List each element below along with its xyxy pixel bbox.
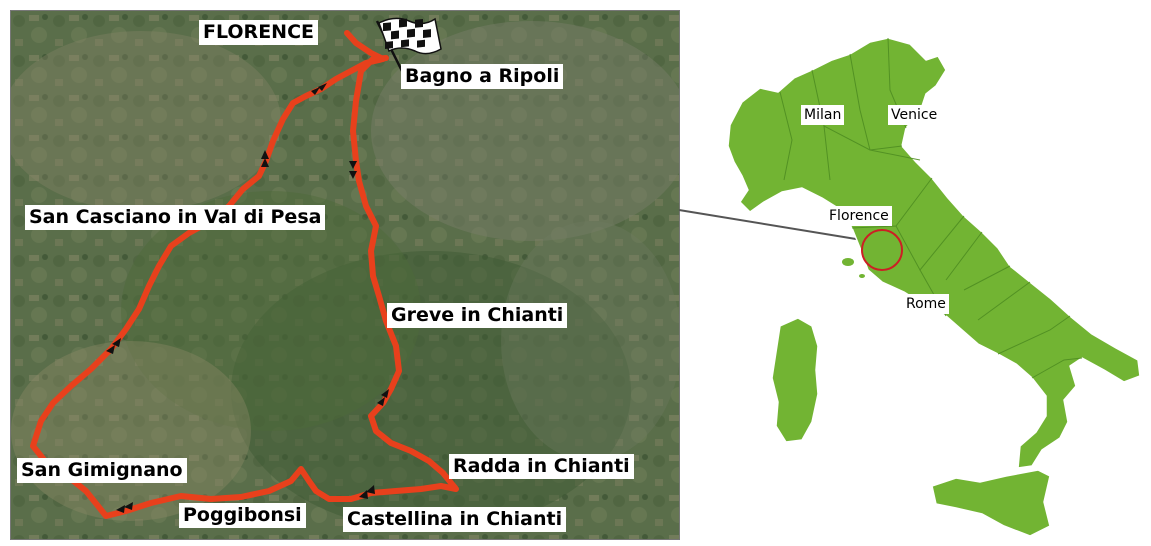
town-label-poggibonsi: Poggibonsi [179, 503, 306, 528]
direction-arrow [318, 83, 327, 91]
direction-arrow [349, 161, 357, 169]
italy-map [727, 37, 1141, 537]
direction-arrows [106, 83, 389, 513]
direction-arrow [359, 490, 368, 499]
direction-arrow [311, 87, 320, 95]
direction-arrow [377, 397, 385, 406]
direction-arrow [106, 345, 115, 354]
route-map: FLORENCE Bagno a Ripoli San Casciano in … [10, 10, 680, 540]
direction-arrow [261, 150, 269, 159]
direction-arrow [116, 505, 125, 513]
town-label-san-casciano: San Casciano in Val di Pesa [25, 205, 326, 230]
town-label-san-gimignano: San Gimignano [17, 458, 187, 483]
town-label-greve: Greve in Chianti [387, 303, 568, 328]
florence-highlight-circle [861, 229, 903, 271]
city-label-venice: Venice [888, 105, 941, 125]
sardinia [771, 317, 819, 443]
direction-arrow [112, 338, 121, 347]
checkered-flag-icon [375, 17, 442, 74]
town-label-radda: Radda in Chianti [449, 454, 634, 479]
direction-arrow [381, 389, 389, 398]
satellite-map [11, 11, 679, 539]
city-label-florence: Florence [826, 206, 892, 226]
town-label-bagno-a-ripoli: Bagno a Ripoli [401, 64, 564, 89]
direction-arrow [261, 158, 269, 167]
direction-arrow [124, 502, 133, 510]
region-borders [779, 37, 1083, 379]
town-label-florence: FLORENCE [199, 20, 318, 45]
town-label-castellina: Castellina in Chianti [343, 507, 567, 532]
city-label-milan: Milan [801, 105, 845, 125]
direction-arrow [349, 171, 357, 179]
city-label-rome: Rome [903, 294, 949, 314]
direction-arrow [366, 485, 375, 494]
sicily [931, 469, 1051, 537]
